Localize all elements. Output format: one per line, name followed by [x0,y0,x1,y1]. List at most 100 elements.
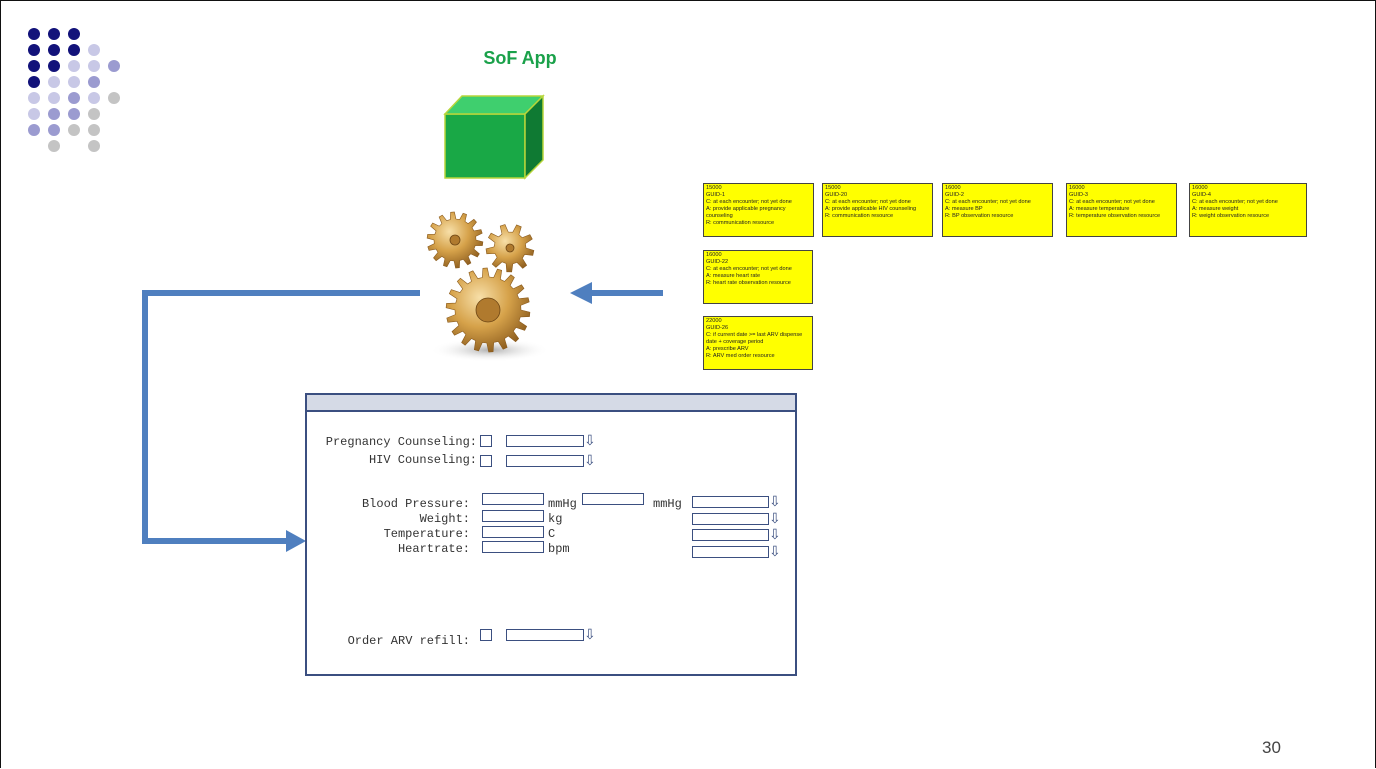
heartrate-unit: bpm [548,542,570,556]
decorative-dot [68,44,80,56]
guidance-note-line: GUID-2 [945,192,964,198]
decorative-dot [48,108,60,120]
bp-diastolic-field[interactable] [582,493,644,505]
decorative-dot [28,108,40,120]
guidance-note-line: C: at each encounter; not yet done [945,199,1031,205]
guidance-note-line: 16000 [1069,185,1085,191]
guidance-note-line: C: at each encounter; not yet done [706,266,792,272]
hiv-counseling-checkbox[interactable] [480,455,492,467]
decorative-dot [28,28,40,40]
guidance-note-line: C: at each encounter; not yet done [1192,199,1278,205]
guidance-note-line: GUID-20 [825,192,848,198]
guidance-note-line: A: measure weight [1192,206,1239,212]
temperature-field[interactable] [482,526,544,538]
weight-field[interactable] [482,510,544,522]
guidance-note-line: 16000 [945,185,961,191]
decorative-dot [28,60,40,72]
guidance-note-line: 22000 [706,318,722,324]
guidance-note-line: R: weight observation resource [1192,213,1270,219]
weight-label: Weight: [419,512,470,526]
decorative-dot [88,140,100,152]
decorative-dot [88,60,100,72]
decorative-dot [48,44,60,56]
heartrate-field[interactable] [482,541,544,553]
decorative-dot [88,44,100,56]
decorative-dot [48,124,60,136]
decorative-dot [88,124,100,136]
gears-engine-icon [426,211,550,362]
order-arv-refill-checkbox[interactable] [480,629,492,641]
hiv-counseling-dropdown[interactable] [506,455,584,467]
weight-dropdown[interactable] [692,513,769,525]
guidance-note-line: R: ARV med order resource [706,353,775,359]
decorative-dot [68,76,80,88]
heartrate-dropdown[interactable] [692,546,769,558]
temperature-unit: C [548,527,556,541]
guidance-note-line: 16000 [1192,185,1208,191]
temperature-dropdown-arrow-icon[interactable]: ⇩ [769,527,781,543]
pregnancy-counseling-dropdown-arrow-icon[interactable]: ⇩ [584,433,596,449]
guidance-note-line: R: BP observation resource [945,213,1014,219]
guidance-note-line: A: measure temperature [1069,206,1130,212]
temperature-label: Temperature: [383,527,470,541]
decorative-dot [68,60,80,72]
guidance-note-line: 15000 [825,185,841,191]
bp-dropdown[interactable] [692,496,769,508]
guidance-note-line: C: at each encounter; not yet done [706,199,792,205]
form-header-bar [307,395,795,412]
decorative-dot [88,92,100,104]
guidance-note-line: GUID-26 [706,325,729,331]
weight-dropdown-arrow-icon[interactable]: ⇩ [769,511,781,527]
decorative-dot [28,92,40,104]
encounter-form: Pregnancy Counseling: ⇩ HIV Counseling: … [305,393,797,676]
guidance-note-line: C: if current date >= last ARV dispense … [706,332,803,345]
decorative-dot [68,124,80,136]
bp-systolic-field[interactable] [482,493,544,505]
decorative-dot [108,92,120,104]
weight-unit: kg [548,512,563,526]
decorative-dot [88,76,100,88]
pregnancy-counseling-label: Pregnancy Counseling: [325,435,477,449]
guidance-note-line: 16000 [706,252,722,258]
guidance-note-line: R: communication resource [825,213,894,219]
hiv-counseling-dropdown-arrow-icon[interactable]: ⇩ [584,453,596,469]
pregnancy-counseling-checkbox[interactable] [480,435,492,447]
guidance-note-line: C: at each encounter; not yet done [825,199,911,205]
sof-app-cube-icon[interactable] [440,94,550,184]
decorative-dot [68,28,80,40]
decorative-dot [48,60,60,72]
hiv-counseling-label: HIV Counseling: [368,453,477,467]
sof-app-title: SoF App [483,48,557,68]
guidance-note-line: A: measure heart rate [706,273,761,279]
decorative-dot [48,28,60,40]
guidance-note-line: 15000 [706,185,722,191]
temperature-dropdown[interactable] [692,529,769,541]
heartrate-label: Heartrate: [397,542,470,556]
guidance-note-line: R: heart rate observation resource [706,280,791,286]
decorative-dot [88,108,100,120]
bp-unit-2: mmHg [653,497,682,511]
bp-dropdown-arrow-icon[interactable]: ⇩ [769,494,781,510]
order-arv-refill-dropdown-arrow-icon[interactable]: ⇩ [584,627,596,643]
pregnancy-counseling-dropdown[interactable] [506,435,584,447]
page-number: 30 [1262,738,1281,757]
bp-unit-1: mmHg [548,497,577,511]
guidance-note-line: R: temperature observation resource [1069,213,1161,219]
decorative-dot [28,44,40,56]
guidance-note-line: GUID-22 [706,259,729,265]
guidance-note-line: A: measure BP [945,206,983,212]
decorative-dot [48,76,60,88]
blood-pressure-label: Blood Pressure: [361,497,470,511]
order-arv-refill-dropdown[interactable] [506,629,584,641]
guidance-note-line: A: provide applicable HIV counseling [825,206,917,212]
decorative-dot [108,60,120,72]
heartrate-dropdown-arrow-icon[interactable]: ⇩ [769,544,781,560]
